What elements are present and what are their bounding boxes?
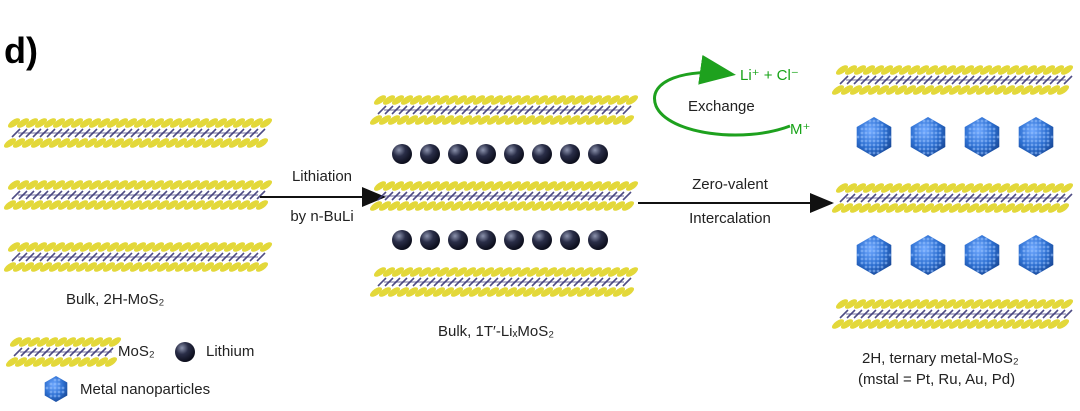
- caption-bulk-1t: Bulk, 1T′-LiₓMoS₂: [438, 323, 555, 340]
- lithium-row-1: [392, 144, 608, 164]
- legend-nanoparticle-icon: [44, 376, 68, 402]
- lithium-row-2: [392, 230, 608, 250]
- intercalation-arrow: [638, 193, 834, 213]
- mos2-layer-1: [369, 95, 639, 125]
- mos2-layer-1: [3, 118, 273, 148]
- exchange-top-label: Li⁺ + Cl⁻: [740, 67, 799, 84]
- panel-bulk-1t: [369, 88, 639, 328]
- mos2-layer-3: [369, 267, 639, 297]
- caption-bulk-2h: Bulk, 2H-MoS₂: [66, 291, 165, 308]
- legend-nanoparticles-label: Metal nanoparticles: [80, 381, 211, 398]
- nanoparticle-row-2: [856, 235, 1054, 275]
- lithiation-arrow: [260, 187, 386, 207]
- mos2-layer-2: [831, 183, 1074, 213]
- panel-letter: d): [4, 30, 38, 71]
- mos2-layer-2: [369, 181, 639, 211]
- step1-label-line1: Lithiation: [291, 168, 353, 185]
- step1-label-line2: by n-BuLi: [290, 208, 354, 225]
- step2-label-line2: Intercalation: [689, 210, 771, 227]
- mos2-layer-1: [831, 65, 1074, 95]
- legend-lithium-label: Lithium: [206, 343, 255, 360]
- exchange-label: Exchange: [688, 98, 755, 115]
- legend-mos2-label: MoS₂: [118, 343, 155, 360]
- exchange-arrow: [653, 54, 791, 137]
- mos2-layer-2: [3, 180, 273, 210]
- caption-ternary-line1: 2H, ternary metal-MoS₂: [862, 350, 1019, 367]
- panel-ternary: [831, 58, 1074, 348]
- panel-bulk-2h: [3, 110, 273, 310]
- legend-mos2-icon: [5, 337, 122, 367]
- caption-ternary-line2: (mstal = Pt, Ru, Au, Pd): [858, 371, 1016, 388]
- step2-label-line1: Zero-valent: [692, 176, 768, 193]
- mos2-layer-3: [831, 299, 1074, 329]
- legend-lithium-icon: [175, 342, 195, 362]
- nanoparticle-row-1: [856, 117, 1054, 157]
- mos2-layer-3: [3, 242, 273, 272]
- exchange-bottom-label: M⁺: [790, 121, 811, 138]
